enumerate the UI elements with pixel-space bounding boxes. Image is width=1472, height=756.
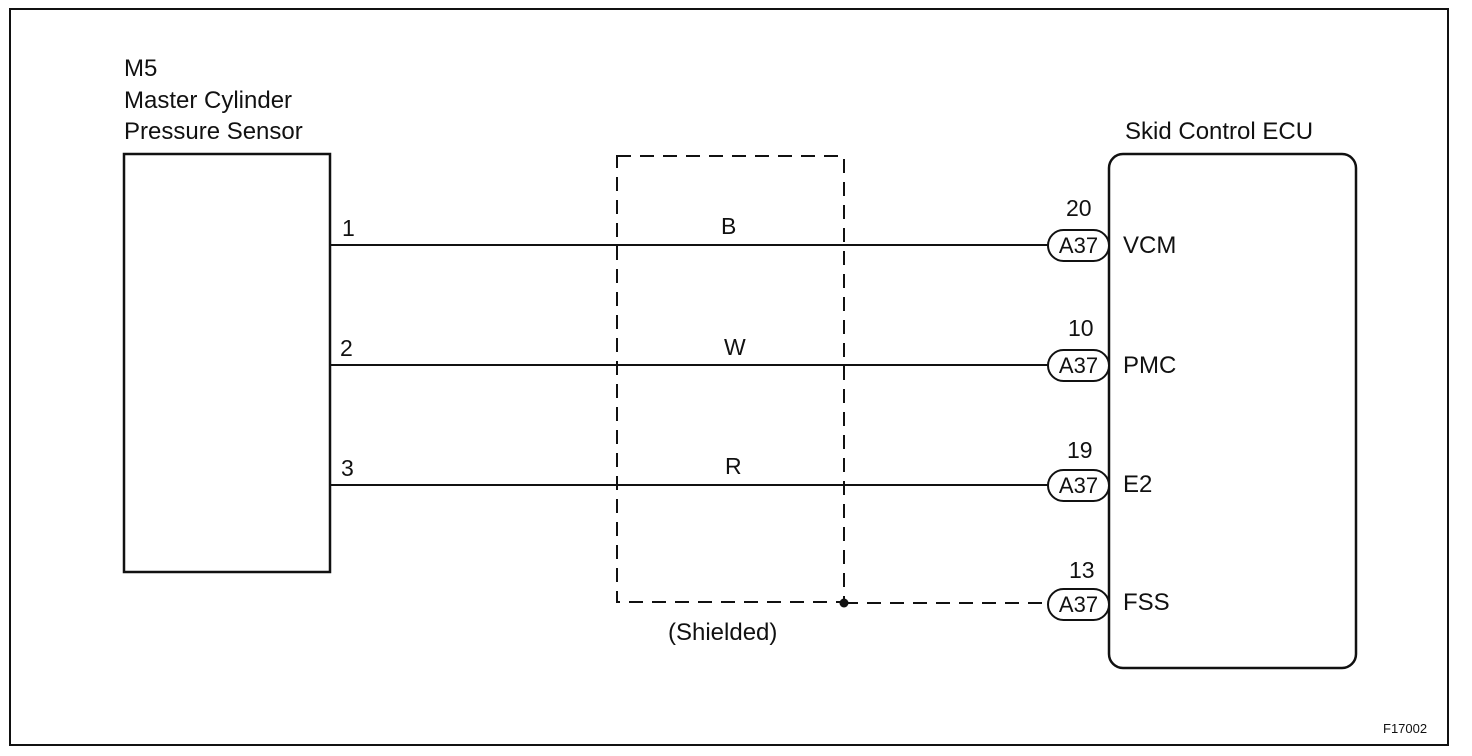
- connector-label: A37: [1059, 353, 1098, 378]
- sensor-name-line2: Pressure Sensor: [124, 118, 303, 145]
- connector-label: A37: [1059, 473, 1098, 498]
- connector-badge: [1047, 349, 1110, 382]
- diagram-frame: [9, 8, 1449, 746]
- sensor-pin-label: 3: [341, 455, 354, 481]
- sensor-pin-label: 1: [342, 215, 355, 241]
- ecu-name: Skid Control ECU: [1125, 118, 1313, 145]
- figure-id: F17002: [1383, 721, 1427, 736]
- sensor-pin-label: 2: [340, 335, 353, 361]
- terminal-label: FSS: [1123, 589, 1170, 616]
- connector-label: A37: [1059, 233, 1098, 258]
- terminal-label: VCM: [1123, 232, 1176, 259]
- sensor-box: [122, 152, 332, 574]
- ecu-pin-label: 19: [1067, 437, 1093, 463]
- wire-color-label: B: [721, 213, 736, 239]
- connector-label: A37: [1059, 592, 1098, 617]
- wire-2: 2 W 10 A37 PMC: [330, 315, 1176, 382]
- ecu-pin-label: 10: [1068, 315, 1094, 341]
- connector-badge: [1047, 469, 1110, 502]
- splice-dot: [839, 598, 849, 608]
- terminal-label: PMC: [1123, 352, 1176, 379]
- wire-1: 1 B 20 A37 VCM: [330, 195, 1176, 262]
- terminal-label: E2: [1123, 471, 1152, 498]
- wire-3: 3 R 19 A37 E2: [330, 437, 1152, 502]
- wire-color-label: R: [725, 453, 742, 479]
- shield-drain-wire: 13 A37 FSS: [839, 557, 1170, 621]
- shield-box: [616, 155, 845, 603]
- sensor-code: M5: [124, 55, 157, 82]
- wire-color-label: W: [724, 334, 746, 360]
- connector-badge: [1047, 229, 1110, 262]
- sensor-name-line1: Master Cylinder: [124, 87, 292, 114]
- ecu-pin-label: 20: [1066, 195, 1092, 221]
- connector-badge: [1047, 588, 1110, 621]
- shield-label: (Shielded): [668, 619, 777, 646]
- ecu-box: [1107, 152, 1358, 670]
- ecu-pin-label: 13: [1069, 557, 1095, 583]
